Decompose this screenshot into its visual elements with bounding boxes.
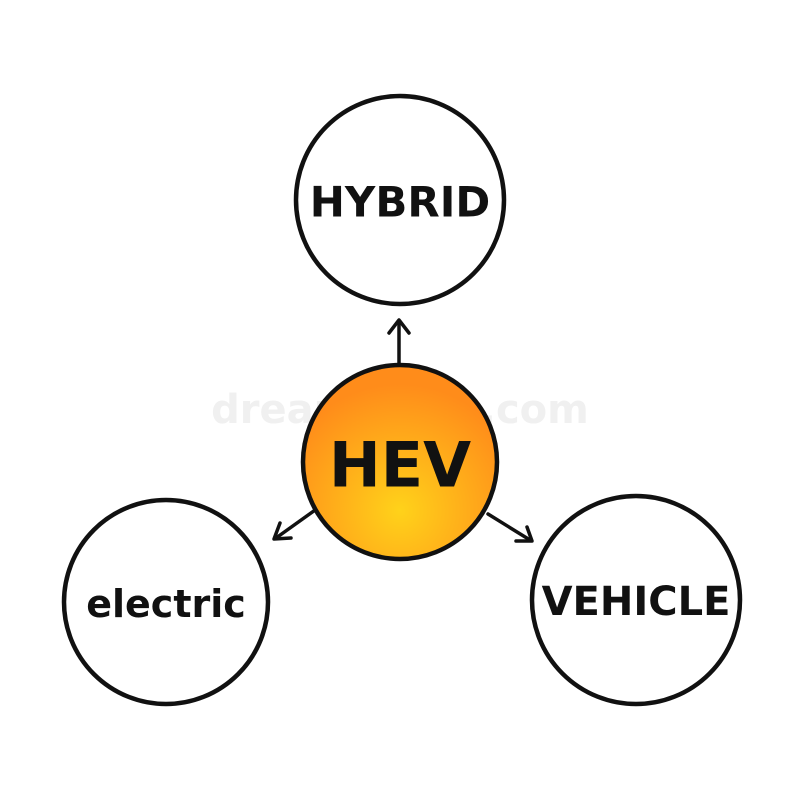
node-vehicle: VEHICLE (529, 493, 743, 707)
node-hev-center: HEV (300, 362, 500, 562)
node-electric-circle (61, 497, 271, 707)
node-hev-label: HEV (329, 429, 471, 502)
connector-to-hybrid (387, 318, 411, 372)
node-hybrid-label: HYBRID (310, 178, 490, 227)
node-vehicle-circle (529, 493, 743, 707)
node-hybrid: HYBRID (293, 93, 507, 307)
connector-to-vehicle (486, 512, 534, 543)
node-vehicle-label: VEHICLE (542, 579, 731, 625)
node-electric-label: electric (86, 582, 246, 626)
connector-to-electric (272, 506, 320, 541)
node-hev-circle (300, 362, 500, 562)
node-hybrid-circle (293, 93, 507, 307)
node-electric: electric (61, 497, 271, 707)
